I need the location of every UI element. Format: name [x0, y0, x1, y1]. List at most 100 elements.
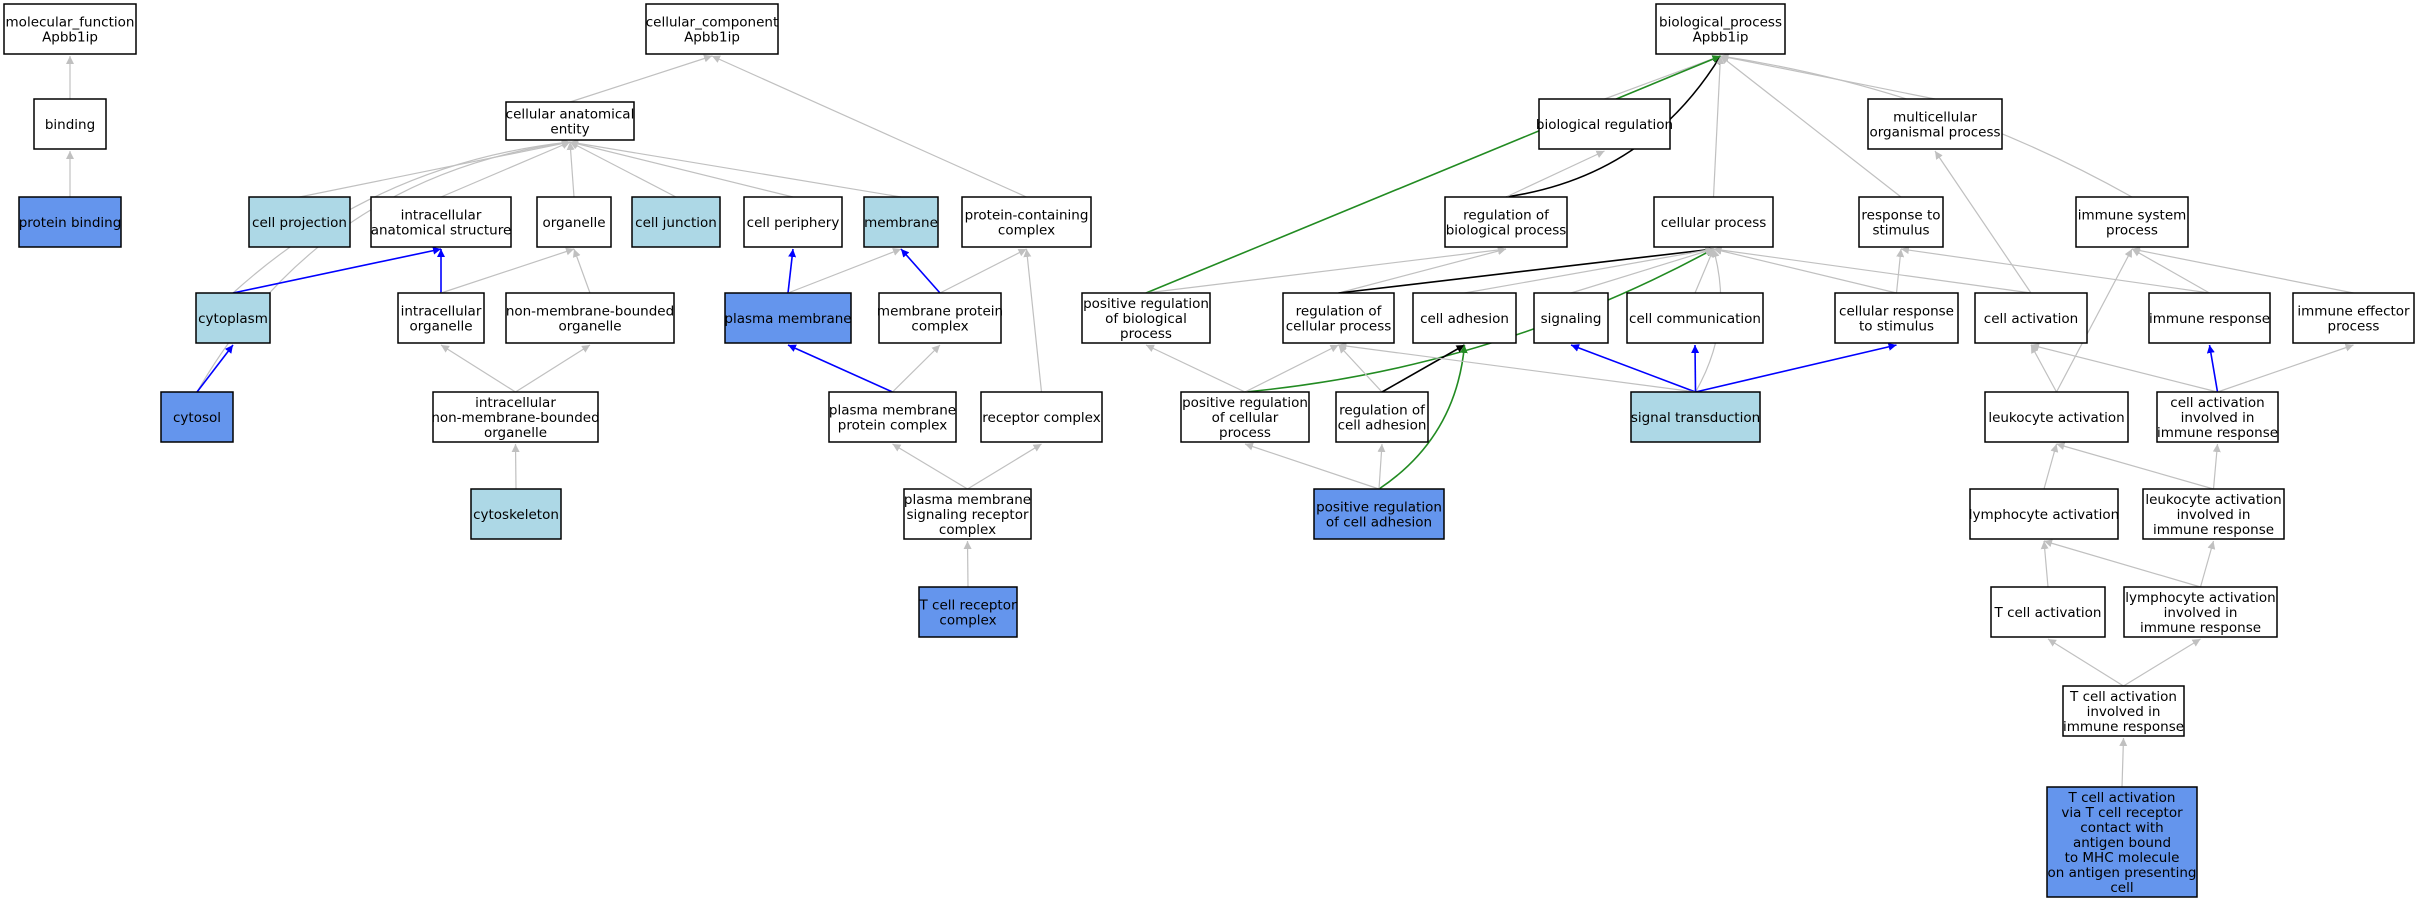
node-box: [536, 196, 612, 248]
node-plasma-membrane[interactable]: plasma membrane: [724, 292, 852, 344]
node-label: complex: [998, 223, 1055, 239]
node-label: Apbb1ip: [684, 30, 740, 46]
node-label: binding: [45, 117, 95, 133]
node-label: intracellular: [401, 304, 482, 320]
node-label: involved in: [2164, 605, 2238, 621]
node-box: [2123, 586, 2278, 638]
node-signaling[interactable]: signaling: [1533, 292, 1609, 344]
node-label: signal transduction: [1631, 410, 1760, 426]
node-inmbo[interactable]: intracellularnon-membrane-boundedorganel…: [431, 391, 600, 443]
node-label: regulation of: [1296, 304, 1383, 320]
node-cell-comm[interactable]: cell communication: [1626, 292, 1764, 344]
node-box: [2148, 292, 2271, 344]
edge-cae-to-cc: [569, 54, 713, 103]
edge-immune_effector-to-immune_system: [2131, 246, 2354, 294]
edge-reg_bp-to-bio_reg: [1505, 150, 1605, 198]
node-label: multicellular: [1893, 110, 1977, 126]
node-box: [505, 292, 675, 344]
node-label: non-membrane-bounded: [506, 304, 674, 320]
node-organelle[interactable]: organelle: [536, 196, 612, 248]
edge-tcell_immune-to-tcell_act: [2047, 638, 2124, 687]
node-box: [370, 196, 512, 248]
node-box: [1412, 292, 1517, 344]
node-lymph-act[interactable]: lymphocyte activation: [1969, 488, 2119, 540]
node-bio-reg[interactable]: biological regulation: [1536, 98, 1673, 150]
node-immune-response[interactable]: immune response: [2148, 292, 2271, 344]
edge-immune_response-to-response_stim: [1900, 246, 2210, 294]
node-cytosol[interactable]: cytosol: [160, 391, 234, 443]
node-label: of cell adhesion: [1326, 515, 1432, 531]
node-label: lymphocyte activation: [1969, 507, 2119, 523]
node-membrane[interactable]: membrane: [863, 196, 939, 248]
edge-pos_reg_cp-to-reg_cp: [1244, 344, 1339, 393]
node-label: cell communication: [1629, 311, 1761, 327]
edge-cell_adhesion-to-cellular_process: [1464, 246, 1714, 294]
node-label: protein-containing: [965, 208, 1089, 224]
node-cytoskeleton[interactable]: cytoskeleton: [470, 488, 562, 540]
node-box: [645, 3, 779, 55]
node-box: [1974, 292, 2088, 344]
node-cell-junction[interactable]: cell junction: [631, 196, 721, 248]
edge-response_stim-to-bp: [1720, 55, 1902, 198]
edge-organelle-to-cae: [566, 141, 575, 198]
node-label: immune response: [2149, 311, 2270, 327]
node-label: immune response: [2157, 425, 2278, 441]
node-box: [248, 196, 351, 248]
node-label: immune response: [2063, 719, 2184, 735]
node-tcell-act[interactable]: T cell activation: [1990, 586, 2106, 638]
node-protein-binding[interactable]: protein binding: [18, 196, 122, 248]
node-box: [2292, 292, 2415, 344]
node-box: [3, 3, 137, 55]
node-box: [1867, 98, 2003, 150]
node-cell-adhesion[interactable]: cell adhesion: [1412, 292, 1517, 344]
edge-receptor_complex-to-pcc: [1023, 248, 1043, 393]
edge-ias-to-cae: [440, 141, 571, 198]
node-cell-projection[interactable]: cell projection: [248, 196, 351, 248]
node-binding[interactable]: binding: [33, 98, 107, 150]
node-box: [1990, 586, 2106, 638]
node-label: cellular_component: [646, 15, 778, 31]
node-cell-activation[interactable]: cell activation: [1974, 292, 2088, 344]
edge-reg_cp-to-reg_bp: [1338, 247, 1507, 294]
edge-cell_periphery-to-cae: [569, 140, 794, 198]
node-box: [2075, 196, 2189, 248]
node-cell-periphery[interactable]: cell periphery: [743, 196, 843, 248]
node-signal-trans[interactable]: signal transduction: [1630, 391, 1761, 443]
node-cytoplasm[interactable]: cytoplasm: [195, 292, 271, 344]
node-label: regulation of: [1339, 403, 1426, 419]
node-leuk-act[interactable]: leukocyte activation: [1984, 391, 2129, 443]
node-box: [2062, 685, 2185, 737]
node-receptor-complex[interactable]: receptor complex: [980, 391, 1103, 443]
node-label: positive regulation: [1316, 500, 1442, 516]
node-label: cytoskeleton: [473, 507, 559, 523]
node-cellular-process[interactable]: cellular process: [1653, 196, 1774, 248]
